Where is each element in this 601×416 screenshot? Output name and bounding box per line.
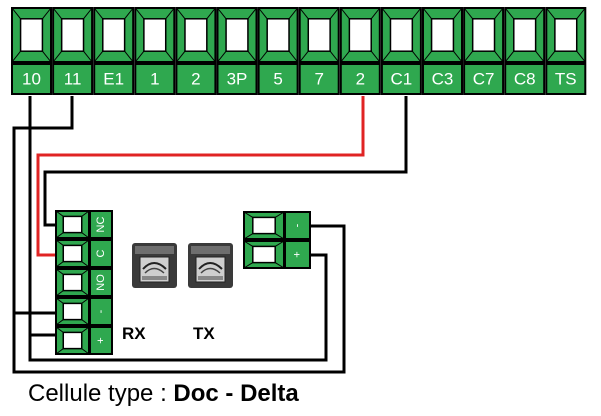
- terminal-label-4: 2: [191, 70, 200, 89]
- terminal-label-box-7: [298, 63, 340, 95]
- rx-terminal-label-2: NO: [95, 274, 107, 291]
- rx-terminal-tab-3: [89, 297, 113, 326]
- rx-terminal-block: NC C NO - +: [55, 210, 113, 355]
- terminal-label-10: C3: [432, 70, 454, 89]
- terminal-label-box-9: [380, 63, 422, 95]
- wire-tx-minus-to-rx-minus: [12, 224, 346, 374]
- terminal-label-box-4: [175, 63, 217, 95]
- caption-prefix: Cellule type :: [28, 380, 174, 407]
- terminal-label-box-11: [463, 63, 505, 95]
- rx-terminal-tab-2: [89, 268, 113, 297]
- rx-photocell-icon: [132, 243, 177, 288]
- terminal-label-13: TS: [555, 70, 577, 89]
- terminal-screw-4: [175, 7, 217, 63]
- rx-terminal-tab-1: [89, 239, 113, 268]
- rx-terminal-label-3: -: [95, 309, 107, 313]
- wiring: [12, 96, 408, 374]
- rx-terminal-screw-2: [55, 268, 90, 297]
- terminal-screw-11: [463, 7, 505, 63]
- terminal-screw-2: [93, 7, 135, 63]
- terminal-label-6: 5: [273, 70, 282, 89]
- rx-label: RX: [122, 324, 146, 343]
- terminal-label-8: 2: [356, 70, 365, 89]
- terminal-label-box-1: [52, 63, 94, 95]
- terminal-strip: 10 11 E1 1 2 3P 5 7 2 C1 C3 C7 C8 TS: [11, 7, 587, 95]
- terminal-label-box-12: [504, 63, 546, 95]
- terminal-label-box-13: [545, 63, 587, 95]
- terminal-screw-1: [52, 7, 94, 63]
- tx-terminal-label-0: -: [292, 223, 304, 227]
- rx-terminal-screw-1: [55, 239, 90, 268]
- wire-2-to-rx-common: [36, 96, 365, 257]
- terminal-label-1: 11: [64, 70, 82, 89]
- rx-terminal-tab-0: [89, 210, 113, 239]
- terminal-label-box-8: [339, 63, 381, 95]
- tx-terminal-block: -+: [243, 211, 311, 269]
- terminal-screw-8: [339, 7, 381, 63]
- rx-terminal-label-1: C: [95, 249, 107, 257]
- terminal-label-box-10: [422, 63, 463, 95]
- tx-photocell-icon: [188, 243, 233, 288]
- terminal-screw-12: [504, 7, 546, 63]
- terminal-label-box-2: [93, 63, 135, 95]
- tx-terminal-tab-0: [284, 211, 311, 240]
- terminal-screw-7: [298, 7, 340, 63]
- tx-terminal-label-1: +: [292, 251, 304, 257]
- wire-10-to-rx-plus: [28, 96, 56, 337]
- caption: Cellule type : Doc - Delta: [28, 380, 299, 408]
- tx-terminal-screw-0: [243, 211, 285, 240]
- wire-c1-to-rx-nc: [43, 96, 408, 227]
- terminal-label-box-3: [134, 63, 176, 95]
- wire-tx-plus-to-rx-plus: [28, 253, 328, 362]
- tx-terminal-screw-1: [243, 240, 285, 269]
- terminal-label-0: 10: [22, 70, 41, 89]
- terminal-screw-9: [380, 7, 422, 63]
- terminal-label-11: C7: [473, 70, 495, 89]
- terminal-label-box-6: [257, 63, 299, 95]
- terminal-screw-10: [422, 7, 463, 63]
- rx-terminal-label-4: +: [95, 337, 107, 343]
- terminal-label-box-0: [11, 63, 52, 95]
- terminal-label-3: 1: [150, 70, 159, 89]
- tx-label: TX: [193, 324, 215, 343]
- rx-terminal-screw-3: [55, 297, 90, 326]
- rx-terminal-screw-0: [55, 210, 90, 239]
- rx-terminal-label-0: NC: [95, 217, 107, 233]
- terminal-screw-5: [216, 7, 258, 63]
- terminal-label-9: C1: [391, 70, 413, 89]
- terminal-label-5: 3P: [227, 70, 248, 89]
- tx-terminal-tab-1: [284, 240, 311, 269]
- terminal-screw-3: [134, 7, 176, 63]
- terminal-screw-6: [257, 7, 299, 63]
- wire-11-to-rx-minus: [12, 96, 74, 315]
- terminal-label-box-5: [216, 63, 258, 95]
- terminal-label-2: E1: [103, 70, 124, 89]
- caption-model: Doc - Delta: [173, 380, 299, 407]
- terminal-screw-0: [11, 7, 52, 63]
- rx-terminal-tab-4: [89, 326, 113, 355]
- rx-terminal-screw-4: [55, 326, 90, 355]
- terminal-label-7: 7: [314, 70, 323, 89]
- terminal-screw-13: [545, 7, 587, 63]
- terminal-label-12: C8: [514, 70, 536, 89]
